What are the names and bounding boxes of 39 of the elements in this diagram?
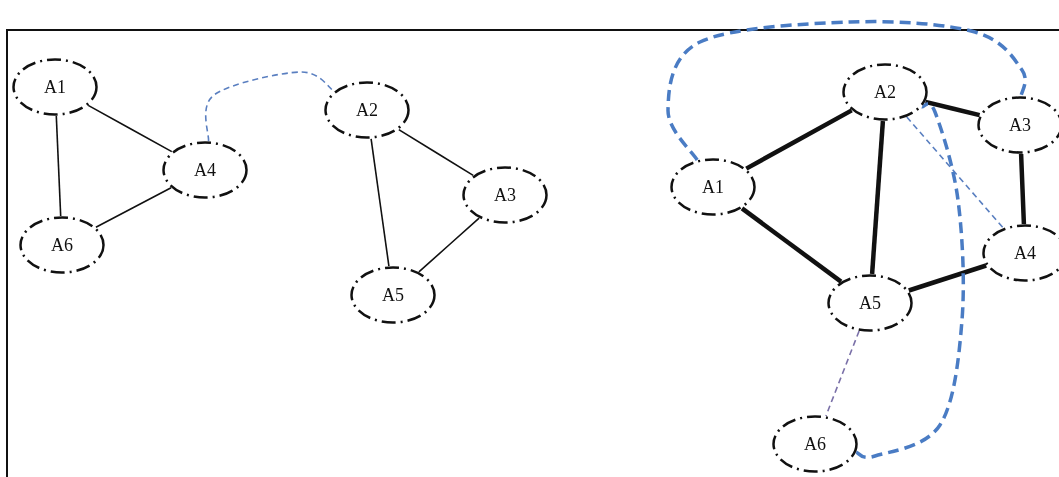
- node-ellipse: [772, 415, 858, 473]
- node-label: A4: [194, 159, 216, 181]
- node-label: A6: [51, 234, 73, 256]
- connector-line: [908, 263, 987, 293]
- connector-line: [666, 19, 1027, 162]
- node-label: A4: [1014, 242, 1036, 264]
- connector-line: [418, 217, 480, 273]
- node-ellipse: [12, 58, 98, 116]
- node-label: A5: [859, 292, 881, 314]
- node-label: A5: [382, 284, 404, 306]
- node-label: A3: [494, 184, 516, 206]
- connector-line: [869, 120, 886, 275]
- connector-line: [924, 99, 981, 118]
- node-label: A1: [702, 176, 724, 198]
- connector-line: [745, 108, 853, 171]
- node-ellipse: [19, 216, 105, 274]
- node-ellipse: [462, 166, 548, 224]
- connector-line: [370, 138, 390, 267]
- connector-line: [204, 71, 335, 142]
- node-ellipse: [350, 266, 436, 324]
- connector-line: [55, 115, 62, 217]
- connector-line: [95, 187, 172, 228]
- connector-line: [87, 104, 173, 153]
- node-label: A6: [804, 433, 826, 455]
- node-label: A2: [356, 99, 378, 121]
- connector-line: [398, 128, 474, 177]
- node-ellipse: [827, 274, 913, 332]
- node-ellipse: [162, 141, 248, 199]
- node-label: A2: [874, 81, 896, 103]
- node-ellipse: [842, 63, 928, 121]
- connector-line: [1018, 153, 1027, 225]
- connector-line: [825, 330, 860, 417]
- node-ellipse: [670, 158, 756, 216]
- connector-line: [855, 102, 966, 460]
- node-label: A3: [1009, 114, 1031, 136]
- connector-line: [906, 116, 1004, 229]
- connector-line: [740, 206, 843, 284]
- node-ellipse: [324, 81, 410, 139]
- node-label: A1: [44, 76, 66, 98]
